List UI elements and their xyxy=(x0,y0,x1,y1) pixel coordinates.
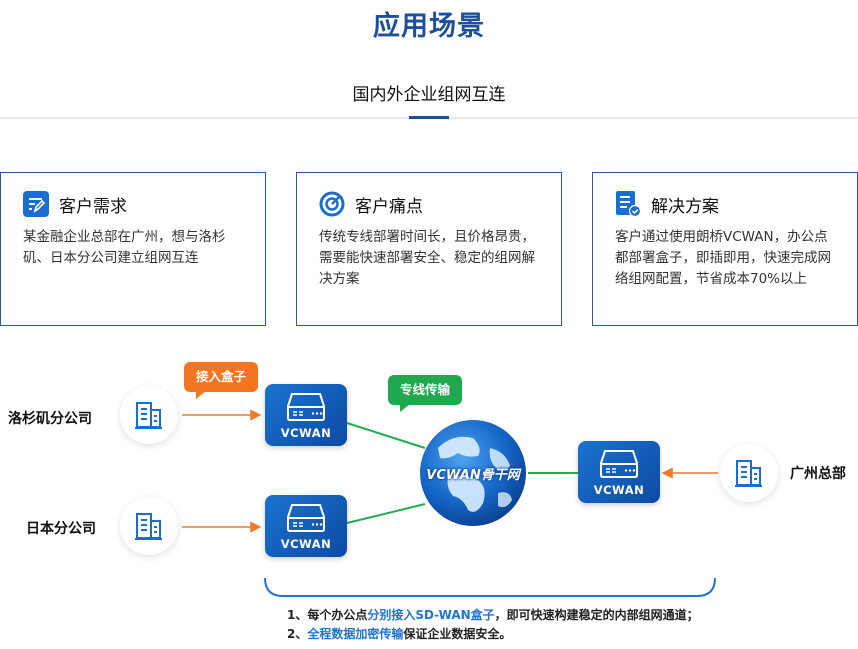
note-highlight: 分别接入SD-WAN盒子 xyxy=(367,608,495,622)
checklist-icon xyxy=(616,191,641,217)
backbone-line-japan xyxy=(346,503,426,524)
card-title: 客户痛点 xyxy=(355,196,423,217)
globe-icon xyxy=(420,420,526,526)
backbone-label: VCWAN骨干网 xyxy=(426,468,520,483)
note-highlight: 全程数据加密传输 xyxy=(307,627,404,641)
card-body: 某金融企业总部在广州，想与洛杉矶、日本分公司建立组网互连 xyxy=(23,229,226,266)
note-text: ，即可快速构建稳定的内部组网通道； xyxy=(494,608,699,622)
bubble-tail xyxy=(400,404,410,412)
card-body: 传统专线部署时间长，且价格昂贵，需要能快速部署安全、稳定的组网解决方案 xyxy=(319,229,535,287)
router-icon xyxy=(287,504,325,532)
notes-list: 1、每个办公点分别接入SD-WAN盒子，即可快速构建稳定的内部组网通道； 2、全… xyxy=(287,606,699,644)
device-label: VCWAN xyxy=(280,537,332,551)
bubble-access-box: 接入盒子 xyxy=(184,362,259,399)
bubble-text: 接入盒子 xyxy=(196,369,247,384)
site-label-gz: 广州总部 xyxy=(790,466,846,482)
site-node-la[interactable] xyxy=(120,386,178,444)
backbone-globe[interactable]: VCWAN骨干网 xyxy=(418,418,528,528)
card-customer-pain: 客户痛点 传统专线部署时间长，且价格昂贵，需要能快速部署安全、稳定的组网解决方案 xyxy=(296,172,562,326)
card-title: 解决方案 xyxy=(651,196,719,217)
site-label-japan: 日本分公司 xyxy=(26,521,96,537)
active-tab-indicator xyxy=(409,116,449,119)
building-icon xyxy=(135,513,162,540)
bubble-text: 专线传输 xyxy=(400,382,451,397)
vcwan-device-gz[interactable]: VCWAN xyxy=(578,441,660,503)
bracket xyxy=(264,577,716,597)
router-icon xyxy=(287,393,325,421)
bubble-dedicated-line: 专线传输 xyxy=(388,375,463,412)
bubble-tail xyxy=(196,391,206,399)
device-label: VCWAN xyxy=(593,483,645,497)
edit-note-icon xyxy=(23,191,49,217)
site-node-japan[interactable] xyxy=(120,497,178,555)
note-item: 1、每个办公点分别接入SD-WAN盒子，即可快速构建稳定的内部组网通道； xyxy=(287,606,699,625)
device-label: VCWAN xyxy=(280,426,332,440)
page-title: 应用场景 xyxy=(373,11,485,42)
site-node-gz[interactable] xyxy=(720,444,778,502)
tab-intl-networking[interactable]: 国内外企业组网互连 xyxy=(352,85,506,105)
target-icon xyxy=(319,191,345,217)
note-item: 2、全程数据加密传输保证企业数据安全。 xyxy=(287,625,699,644)
vcwan-device-la[interactable]: VCWAN xyxy=(265,384,347,446)
building-icon xyxy=(735,460,762,487)
building-icon xyxy=(135,402,162,429)
card-solution: 解决方案 客户通过使用朗桥VCWAN，办公点都部署盒子，即插即用，快速完成网络组… xyxy=(592,172,858,326)
card-customer-need: 客户需求 某金融企业总部在广州，想与洛杉矶、日本分公司建立组网互连 xyxy=(0,172,266,326)
backbone-line-la xyxy=(346,422,426,449)
card-title: 客户需求 xyxy=(59,196,127,217)
router-icon xyxy=(600,450,638,478)
vcwan-device-japan[interactable]: VCWAN xyxy=(265,495,347,557)
note-text: 1、每个办公点 xyxy=(287,608,368,622)
network-diagram-lines xyxy=(182,409,718,597)
site-label-la: 洛杉矶分公司 xyxy=(8,411,92,427)
note-text: 保证企业数据安全。 xyxy=(403,627,512,641)
note-text: 2、 xyxy=(287,627,308,641)
card-body: 客户通过使用朗桥VCWAN，办公点都部署盒子，即插即用，快速完成网络组网配置，节… xyxy=(615,229,831,287)
